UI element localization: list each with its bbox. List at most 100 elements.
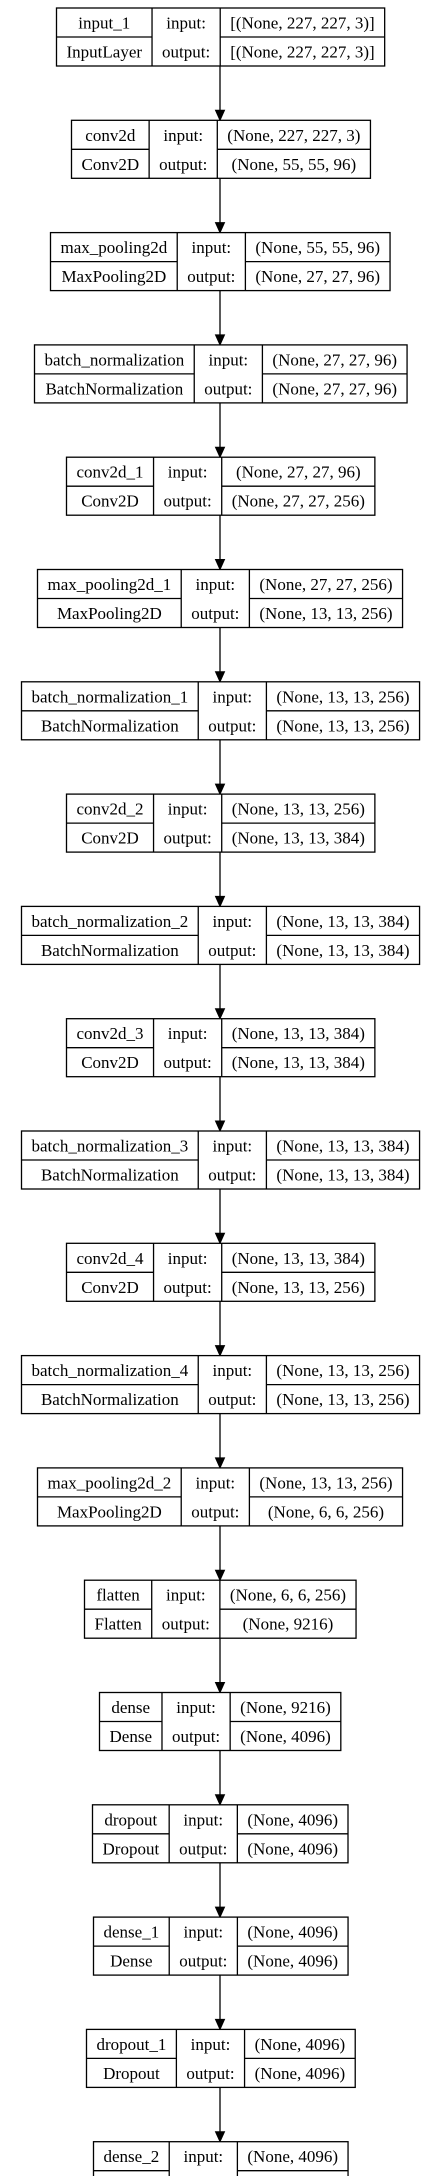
layer-node: max_pooling2d_1MaxPooling2Dinput:(None, …: [36, 568, 404, 629]
output-shape: (None, 4096): [240, 1727, 331, 1746]
output-shape: (None, 27, 27, 96): [255, 267, 380, 286]
connector-arrow: [214, 66, 226, 122]
arrow-head: [214, 1906, 226, 1919]
arrow-head: [214, 2018, 226, 2031]
input-label: input:: [191, 238, 231, 257]
connector-arrow: [214, 1076, 226, 1133]
connector-arrow: [214, 515, 226, 571]
arrow-head: [214, 1232, 226, 1245]
output-shape: (None, 13, 13, 384): [232, 1053, 365, 1072]
output-shape: (None, 13, 13, 384): [276, 1165, 409, 1184]
layer-name: conv2d: [85, 126, 136, 145]
arrow-head: [214, 559, 226, 571]
output-shape: [(None, 227, 227, 3)]: [230, 42, 374, 61]
input-shape: (None, 55, 55, 96): [255, 238, 380, 257]
layer-name: dropout: [104, 1810, 157, 1829]
input-shape: (None, 27, 27, 256): [259, 575, 392, 594]
input-shape: (None, 4096): [247, 1810, 338, 1829]
connector-arrow: [214, 627, 226, 684]
output-label: output:: [164, 492, 212, 511]
output-shape: (None, 55, 55, 96): [232, 155, 357, 174]
arrow-head: [214, 1008, 226, 1020]
output-label: output:: [186, 2064, 234, 2083]
layer-type: InputLayer: [67, 42, 143, 61]
connector-arrow: [214, 1413, 226, 1470]
layer-name: batch_normalization: [45, 350, 185, 369]
input-shape: (None, 9216): [240, 1698, 331, 1717]
input-label: input:: [195, 1473, 235, 1492]
layer-name: batch_normalization_2: [32, 912, 189, 931]
output-label: output:: [164, 1278, 212, 1297]
arrow-head: [214, 1794, 226, 1807]
input-label: input:: [212, 912, 252, 931]
layer-type: MaxPooling2D: [57, 604, 162, 623]
input-shape: (None, 27, 27, 96): [236, 463, 361, 482]
layer-name: dropout_1: [97, 2035, 167, 2054]
layer-name: batch_normalization_4: [32, 1361, 189, 1380]
output-label: output:: [162, 1615, 210, 1634]
connector-arrow: [214, 1750, 226, 1807]
output-label: output:: [208, 941, 256, 960]
connector-arrow: [214, 852, 226, 908]
output-label: output:: [208, 1390, 256, 1409]
output-shape: (None, 13, 13, 256): [232, 1278, 365, 1297]
connector-arrow: [214, 1301, 226, 1357]
output-label: output:: [191, 604, 239, 623]
output-label: output:: [164, 1053, 212, 1072]
arrow-head: [214, 334, 226, 347]
input-label: input:: [183, 1810, 223, 1829]
arrow-head: [214, 1120, 226, 1133]
input-shape: (None, 13, 13, 256): [259, 1473, 392, 1492]
layer-type: Conv2D: [81, 829, 139, 848]
output-label: output:: [191, 1502, 239, 1521]
layer-name: conv2d_2: [77, 800, 144, 819]
layer-node: batch_normalizationBatchNormalizationinp…: [33, 344, 408, 404]
input-shape: (None, 227, 227, 3): [227, 126, 360, 145]
input-label: input:: [166, 1586, 206, 1605]
input-shape: (None, 4096): [247, 2147, 338, 2166]
layer-type: BatchNormalization: [41, 1390, 179, 1409]
layer-name: batch_normalization_3: [32, 1136, 189, 1155]
layer-type: BatchNormalization: [41, 1165, 179, 1184]
output-shape: (None, 27, 27, 256): [232, 492, 365, 511]
arrow-head: [214, 1682, 226, 1694]
layer-node: dense_2Denseinput:(None, 4096)(None, 10)…: [92, 2141, 349, 2176]
output-shape: (None, 13, 13, 256): [259, 604, 392, 623]
input-shape: (None, 13, 13, 256): [276, 687, 409, 706]
output-shape: (None, 27, 27, 96): [272, 379, 397, 398]
input-shape: (None, 13, 13, 256): [276, 1361, 409, 1380]
input-shape: [(None, 227, 227, 3)]: [230, 13, 374, 32]
input-label: input:: [166, 13, 206, 32]
arrow-head: [214, 446, 226, 459]
arrow-head: [214, 895, 226, 908]
input-label: input:: [168, 800, 208, 819]
connector-arrow: [214, 402, 226, 459]
output-shape: (None, 4096): [247, 1839, 338, 1858]
output-label: output:: [208, 1165, 256, 1184]
layer-node: batch_normalization_2BatchNormalizationi…: [20, 905, 421, 966]
output-shape: (None, 4096): [247, 1952, 338, 1971]
input-label: input:: [183, 1923, 223, 1942]
connector-arrow: [214, 1189, 226, 1245]
output-label: output:: [179, 1952, 227, 1971]
layer-type: MaxPooling2D: [61, 267, 166, 286]
layer-type: Conv2D: [81, 492, 139, 511]
output-label: output:: [208, 716, 256, 735]
output-shape: (None, 4096): [255, 2064, 346, 2083]
input-shape: (None, 4096): [255, 2035, 346, 2054]
layer-type: Conv2D: [81, 1053, 139, 1072]
layer-name: conv2d_3: [77, 1024, 144, 1043]
layer-name: max_pooling2d_2: [48, 1473, 172, 1492]
input-label: input:: [212, 1136, 252, 1155]
input-shape: (None, 13, 13, 384): [232, 1249, 365, 1268]
output-shape: (None, 9216): [243, 1615, 334, 1634]
connector-arrow: [214, 290, 226, 347]
